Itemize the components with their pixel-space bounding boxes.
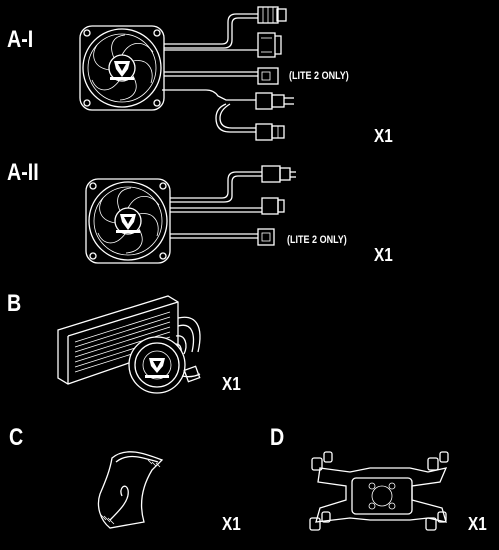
section-label-a1: A-I	[7, 26, 34, 53]
quantity-label: X1	[222, 514, 241, 534]
quantity-label: X1	[374, 245, 393, 265]
lite2-note: (LITE 2 ONLY)	[287, 234, 347, 246]
lite2-note: (LITE 2 ONLY)	[289, 70, 349, 82]
quantity-label: X1	[468, 514, 487, 534]
quantity-label: X1	[222, 374, 241, 394]
cable-connector-icon	[162, 6, 294, 141]
quantity-label: X1	[374, 126, 393, 146]
section-label-d: D	[270, 424, 285, 451]
radiator-pump-icon	[57, 295, 201, 394]
thermal-paste-icon	[97, 451, 164, 529]
section-label-a2: A-II	[7, 159, 39, 186]
section-label-c: C	[9, 424, 24, 451]
section-label-b: B	[7, 290, 22, 317]
cable-connector-icon	[170, 165, 296, 246]
fan-icon	[85, 178, 171, 264]
fan-icon	[79, 25, 165, 111]
mounting-bracket-icon	[309, 451, 449, 531]
